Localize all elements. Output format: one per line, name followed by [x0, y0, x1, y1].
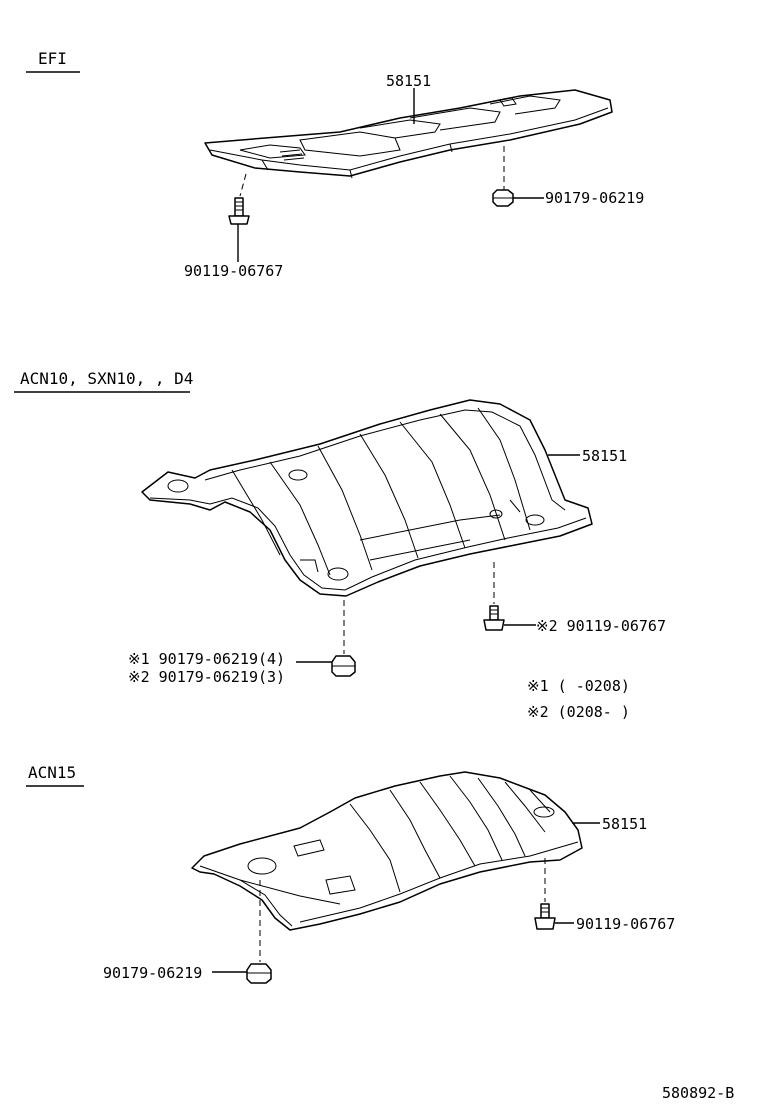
part-label-58151: 58151 [386, 72, 431, 90]
heat-insulator-efi-drawing [204, 89, 613, 179]
heat-insulator-acn15-drawing [191, 771, 583, 931]
part-label-90119-06767: 90119-06767 [576, 915, 675, 933]
diagram-code: 580892-B [662, 1084, 734, 1102]
section-acn10: ACN10, SXN10, , D4 58151 [14, 369, 666, 721]
section-title-acn10: ACN10, SXN10, , D4 [20, 369, 193, 388]
bolt-icon [534, 903, 556, 930]
bolt-icon [228, 197, 250, 225]
part-label-58151: 58151 [582, 447, 627, 465]
section-title-acn15: ACN15 [28, 763, 76, 782]
note-2: ※2 (0208- ) [527, 703, 630, 721]
section-title-efi: EFI [38, 49, 67, 68]
part-label-90179-06219-qty3: ※2 90179-06219(3) [128, 668, 285, 686]
part-label-90179-06219-qty4: ※1 90179-06219(4) [128, 650, 285, 668]
part-label-90179-06219: 90179-06219 [545, 189, 644, 207]
section-acn15: ACN15 58151 90119-06767 [26, 763, 675, 984]
flange-nut-icon [246, 963, 272, 984]
part-label-58151: 58151 [602, 815, 647, 833]
flange-nut-icon [492, 189, 514, 207]
dashed-guide [239, 173, 247, 197]
note-1: ※1 ( -0208) [527, 677, 630, 695]
section-efi: EFI 58151 90179-06219 [26, 49, 644, 280]
heat-insulator-acn10-drawing [141, 399, 593, 597]
part-label-90119-06767: ※2 90119-06767 [536, 617, 666, 635]
part-label-90179-06219: 90179-06219 [103, 964, 202, 982]
bolt-icon [483, 605, 505, 631]
part-label-90119-06767: 90119-06767 [184, 262, 283, 280]
flange-nut-icon [331, 655, 356, 677]
